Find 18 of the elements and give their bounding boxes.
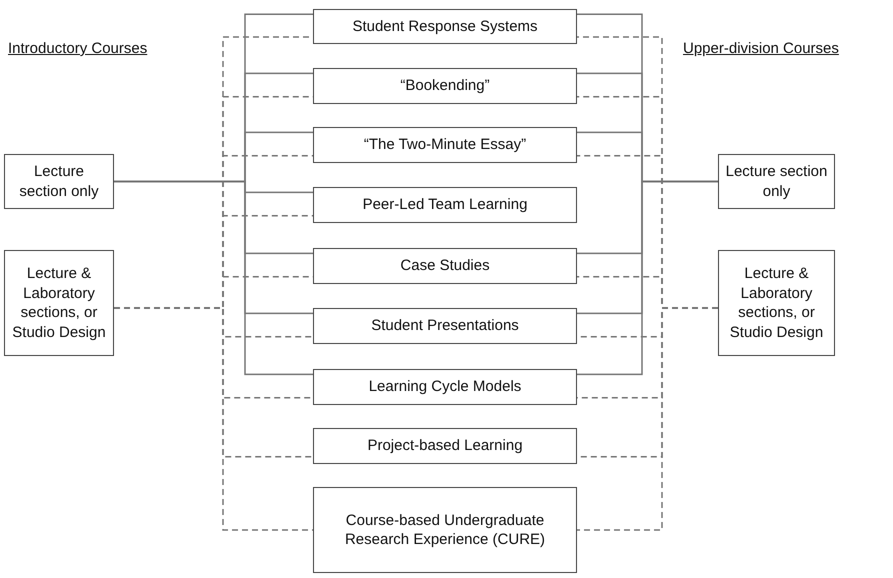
column-heading: Upper-division Courses xyxy=(683,40,839,57)
course-type-box: Lecture & Laboratory sections, or Studio Design xyxy=(718,250,835,356)
method-box: Student Response Systems xyxy=(313,9,577,44)
method-box: Student Presentations xyxy=(313,308,577,344)
course-type-box: Lecture & Laboratory sections, or Studio Design xyxy=(4,250,114,356)
method-box: Course-based Undergraduate Research Experience (CURE) xyxy=(313,487,577,573)
connector-line xyxy=(577,180,718,376)
connector-line xyxy=(577,307,718,531)
method-box: “Bookending” xyxy=(313,68,577,104)
method-box: Case Studies xyxy=(313,248,577,284)
column-heading: Introductory Courses xyxy=(8,40,148,57)
method-box: Learning Cycle Models xyxy=(313,369,577,405)
course-type-box: Lecture section only xyxy=(4,154,114,209)
method-box: “The Two-Minute Essay” xyxy=(313,127,577,163)
method-box: Project-based Learning xyxy=(313,428,577,464)
method-box: Peer-Led Team Learning xyxy=(313,187,577,223)
connector-line xyxy=(114,180,313,376)
course-type-box: Lecture section only xyxy=(718,154,835,209)
